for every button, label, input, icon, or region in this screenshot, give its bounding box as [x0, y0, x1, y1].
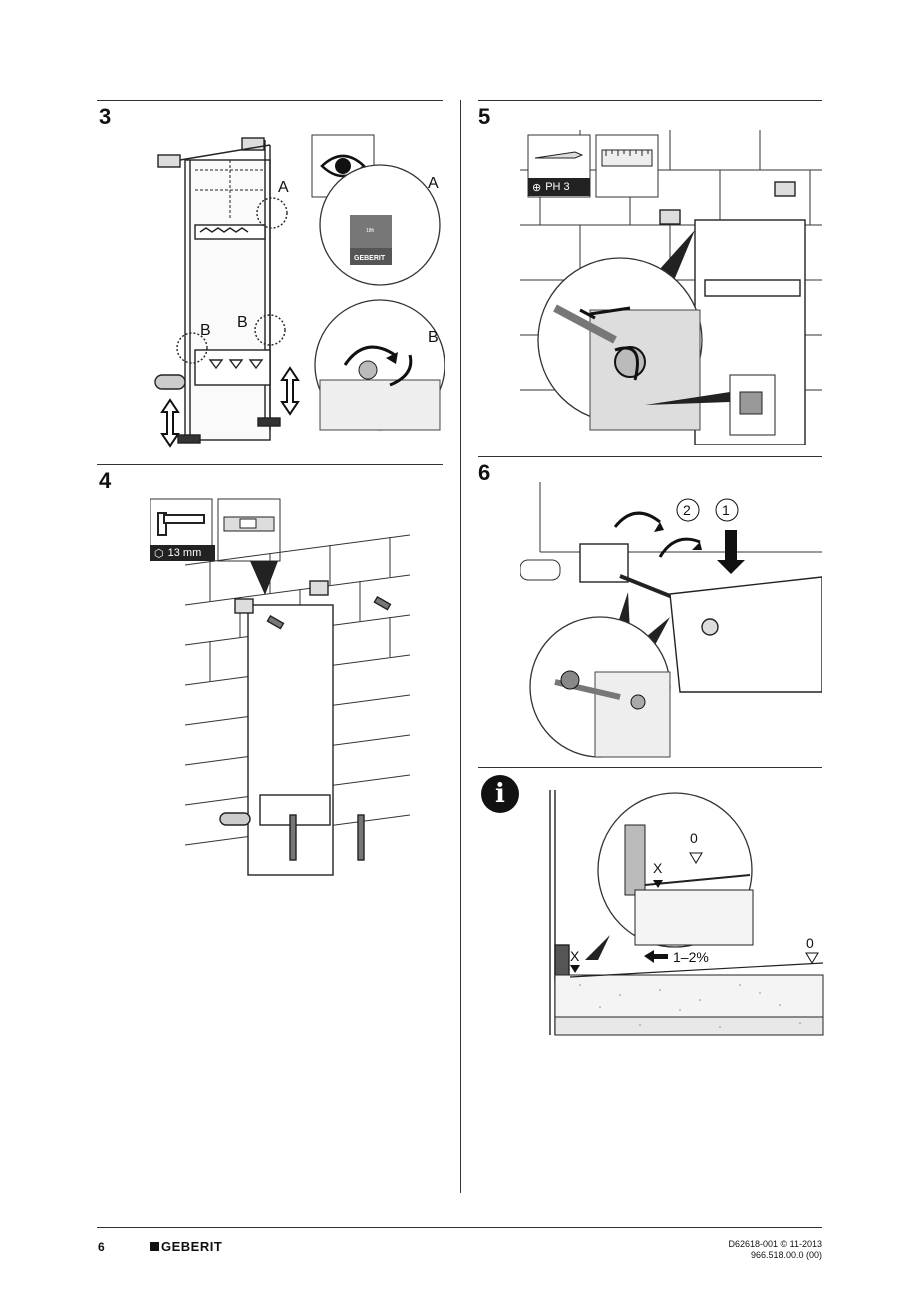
step-5-illustration: ⊕ PH 3	[520, 130, 822, 445]
brand-logo: GEBERIT	[150, 1239, 222, 1254]
ruler-icon	[601, 149, 653, 167]
callout-b-right: B	[237, 314, 248, 331]
callout-b-detail: B	[428, 329, 439, 346]
step-3-number: 3	[99, 104, 112, 129]
document-reference: D62618-001 © 11-2013 966.518.00.0 (00)	[728, 1239, 822, 1261]
divider-info	[478, 767, 822, 768]
zero-marker-top: 0	[690, 830, 698, 846]
info-illustration: X 0 1–2% X 0	[540, 785, 825, 1045]
hex-icon: ⬡	[154, 547, 164, 560]
step-6-illustration: 2 1	[520, 482, 822, 762]
part-number: 966.518.00.0 (00)	[750, 1250, 822, 1260]
divider-top-left	[97, 100, 443, 101]
screwdriver-icon	[534, 151, 584, 159]
callout-a-detail: A	[428, 175, 439, 192]
x-marker-top: X	[653, 860, 663, 876]
callout-a: A	[278, 179, 289, 196]
info-icon: i	[481, 775, 519, 813]
svg-text:GEBERIT: GEBERIT	[354, 255, 386, 262]
footer-divider	[97, 1227, 822, 1228]
callout-b-left: B	[200, 322, 211, 339]
step-3-illustration: A B B GEBERIT 18h A B	[140, 130, 445, 450]
step-4-number: 4	[99, 468, 112, 493]
step-5-number: 5	[478, 104, 491, 129]
divider-mid-right	[478, 456, 822, 457]
step-4-illustration: ⬡ 13 mm	[150, 495, 440, 895]
phillips-icon: ⊕	[532, 181, 542, 194]
eye-icon	[320, 154, 366, 178]
callout-1: 1	[722, 502, 730, 518]
wrench-icon	[157, 512, 205, 536]
column-divider	[460, 100, 461, 1193]
zero-marker-bottom: 0	[806, 935, 814, 951]
step-6-number: 6	[478, 460, 491, 485]
logo-square	[150, 1242, 159, 1251]
svg-text:18h: 18h	[366, 228, 375, 234]
divider-mid-left	[97, 464, 443, 465]
doc-ref: D62618-001 © 11-2013	[728, 1239, 822, 1249]
brand-name: GEBERIT	[161, 1239, 223, 1254]
step-5-tool-label: PH 3	[545, 181, 570, 193]
page-number: 6	[98, 1240, 105, 1254]
divider-top-right	[478, 100, 822, 101]
step-4-tool-label: 13 mm	[167, 547, 202, 559]
slope-label: 1–2%	[673, 949, 709, 965]
callout-2: 2	[683, 502, 691, 518]
level-icon	[223, 516, 275, 532]
x-marker-bottom: X	[570, 948, 580, 964]
